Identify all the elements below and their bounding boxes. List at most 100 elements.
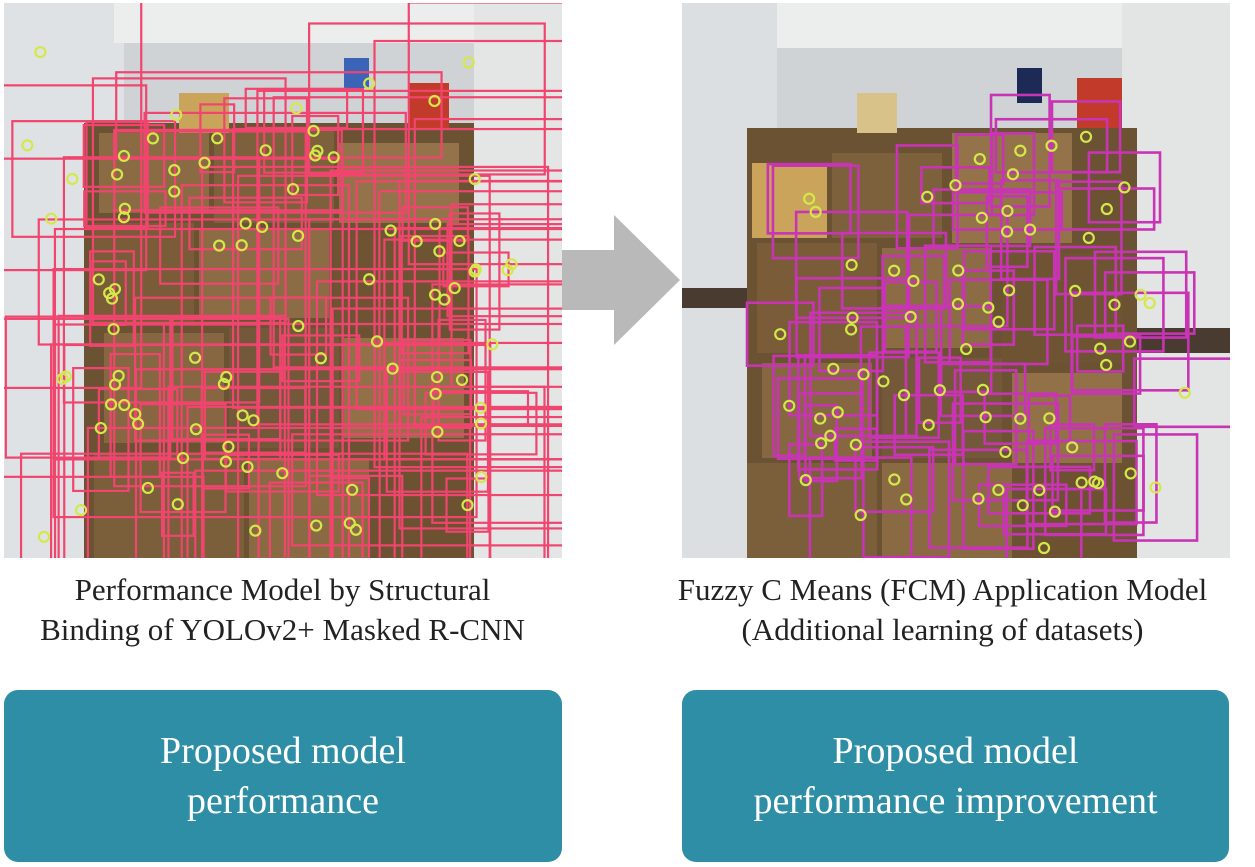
center-marker-icon <box>59 370 72 383</box>
center-marker-icon <box>1088 475 1101 488</box>
center-marker-icon <box>45 212 58 225</box>
detection-box <box>987 465 1092 515</box>
detection-box <box>281 334 361 383</box>
detection-box <box>378 190 562 345</box>
detection-box <box>89 250 135 347</box>
detection-box <box>402 338 472 416</box>
center-marker-icon <box>846 311 859 324</box>
center-marker-icon <box>74 504 88 517</box>
right-rail <box>1122 328 1230 353</box>
detection-box <box>82 123 166 188</box>
center-marker-icon <box>1149 481 1162 494</box>
detection-box <box>804 404 839 483</box>
center-marker-icon <box>1016 499 1029 512</box>
center-marker-icon <box>922 418 935 432</box>
right-bounding-boxes <box>745 93 1230 558</box>
center-marker-icon <box>1124 467 1137 480</box>
center-marker-icon <box>1079 130 1093 143</box>
center-marker-icon <box>198 156 211 169</box>
right-center-markers <box>774 130 1191 555</box>
detection-box <box>4 157 344 558</box>
left-caption: Performance Model by Structural Binding … <box>0 570 565 650</box>
center-marker-icon <box>168 185 181 198</box>
center-marker-icon <box>286 182 300 196</box>
center-marker-icon <box>433 245 446 258</box>
detection-box <box>113 130 307 488</box>
detection-box <box>955 133 1005 185</box>
center-marker-icon <box>146 132 160 145</box>
detection-box <box>1033 245 1118 337</box>
left-label-box: Proposed model performance <box>4 690 562 862</box>
detection-box <box>223 97 309 204</box>
center-marker-icon <box>219 455 232 468</box>
center-marker-icon <box>104 398 118 411</box>
center-marker-icon <box>129 408 142 421</box>
center-marker-icon <box>469 263 483 276</box>
detection-box <box>448 212 501 331</box>
center-marker-icon <box>960 342 973 356</box>
center-marker-icon <box>815 437 828 450</box>
center-marker-icon <box>117 149 131 163</box>
center-marker-icon <box>854 508 867 522</box>
center-marker-icon <box>824 429 837 442</box>
center-marker-icon <box>972 492 985 505</box>
center-marker-icon <box>217 377 231 391</box>
left-detection-image <box>4 3 562 558</box>
detection-box <box>424 391 538 456</box>
center-marker-icon <box>105 292 119 305</box>
center-marker-icon <box>1082 231 1095 244</box>
center-marker-icon <box>292 319 305 333</box>
center-marker-icon <box>189 423 203 436</box>
center-marker-icon <box>462 56 475 69</box>
center-marker-icon <box>845 258 858 272</box>
center-marker-icon <box>1143 296 1156 310</box>
center-marker-icon <box>66 172 79 186</box>
detection-box <box>1064 256 1165 353</box>
detection-box <box>985 195 1029 269</box>
right-caption: Fuzzy C Means (FCM) Application Model (A… <box>630 570 1255 650</box>
detection-box <box>1058 187 1156 231</box>
left-box-line2: performance <box>187 780 379 822</box>
center-marker-icon <box>429 217 442 231</box>
detection-box <box>413 117 562 428</box>
detection-box <box>162 322 562 558</box>
center-marker-icon <box>247 414 260 427</box>
detection-box <box>1103 271 1196 335</box>
detection-box <box>983 392 1058 446</box>
center-marker-icon <box>933 384 946 397</box>
center-marker-icon <box>877 375 890 388</box>
detection-box <box>818 286 885 373</box>
center-marker-icon <box>431 425 444 438</box>
center-marker-icon <box>904 310 917 323</box>
center-marker-icon <box>438 293 451 306</box>
center-marker-icon <box>1069 284 1082 297</box>
center-marker-icon <box>1100 358 1113 372</box>
center-marker-icon <box>774 328 787 341</box>
center-marker-icon <box>992 315 1005 328</box>
center-marker-icon <box>176 451 190 465</box>
center-marker-icon <box>291 229 305 242</box>
detection-box <box>199 103 236 174</box>
detection-box <box>1050 100 1122 174</box>
right-caption-line1: Fuzzy C Means (FCM) Application Model <box>677 572 1208 607</box>
center-marker-icon <box>314 352 327 365</box>
center-marker-icon <box>814 412 827 425</box>
left-caption-line1: Performance Model by Structural <box>74 572 491 607</box>
right-box-line2: performance improvement <box>753 780 1158 822</box>
center-marker-icon <box>170 108 183 122</box>
center-marker-icon <box>982 301 995 314</box>
detection-box <box>143 111 407 214</box>
center-marker-icon <box>112 369 125 382</box>
center-marker-icon <box>1075 476 1088 489</box>
center-marker-icon <box>486 338 499 351</box>
center-marker-icon <box>474 417 488 430</box>
center-marker-icon <box>241 460 254 474</box>
detection-box <box>200 386 307 454</box>
center-marker-icon <box>118 202 131 215</box>
detection-box <box>840 231 948 310</box>
detection-box <box>4 475 205 558</box>
detection-box <box>268 481 364 558</box>
center-marker-icon <box>1123 335 1137 348</box>
center-marker-icon <box>21 139 34 152</box>
detection-box <box>159 206 280 285</box>
